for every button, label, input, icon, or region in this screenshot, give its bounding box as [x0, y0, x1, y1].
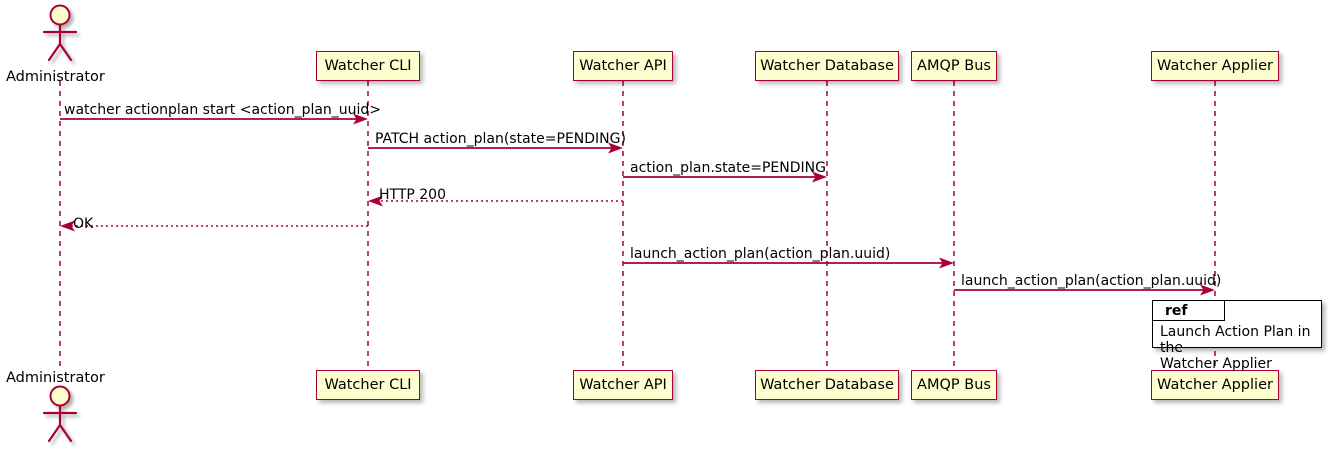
participant-box-amqp-bus-bottom[interactable]: AMQP Bus: [911, 370, 997, 400]
actor-leg-left: [47, 42, 62, 62]
actor-administrator-bottom: [42, 385, 78, 443]
participant-box-watcher-applier-bottom[interactable]: Watcher Applier: [1151, 370, 1279, 400]
message-label-text: OK: [73, 216, 94, 232]
message-label-7: launch_action_plan(action_plan.uuid): [961, 274, 1221, 288]
message-label-6: launch_action_plan(action_plan.uuid): [630, 247, 890, 261]
message-label-text: launch_action_plan(action_plan.uuid): [961, 273, 1222, 289]
message-label-text: HTTP 200: [379, 187, 446, 203]
actor-leg-right: [58, 42, 73, 62]
message-arrow-7: [954, 284, 1215, 296]
participant-box-watcher-api-top[interactable]: Watcher API: [573, 51, 673, 81]
participant-label: Watcher API: [579, 57, 667, 74]
actor-head-icon: [49, 4, 71, 26]
participant-box-watcher-api-bottom[interactable]: Watcher API: [573, 370, 673, 400]
ref-fragment-tab-label: ref: [1165, 304, 1188, 318]
actor-leg-right-bottom: [58, 423, 73, 443]
participant-label: Watcher Applier: [1157, 57, 1273, 74]
participant-label: Watcher API: [579, 376, 667, 393]
actor-administrator-top: [42, 4, 78, 62]
message-arrow-4: [368, 195, 623, 207]
message-label-1: watcher actionplan start <action_plan_uu…: [64, 103, 381, 117]
actor-label-administrator-bottom: Administrator: [6, 371, 105, 386]
message-label-text: watcher actionplan start <action_plan_uu…: [64, 102, 382, 118]
message-arrow-2: [368, 142, 623, 154]
participant-label: Watcher Database: [760, 376, 894, 393]
participant-box-amqp-bus-top[interactable]: AMQP Bus: [911, 51, 997, 81]
message-arrows-group: [60, 113, 1215, 296]
message-label-3: action_plan.state=PENDING: [630, 161, 826, 175]
participant-label: Watcher Database: [760, 57, 894, 74]
actor-head-icon-bottom: [49, 385, 71, 407]
participant-label: AMQP Bus: [917, 57, 991, 74]
actor-label-text: Administrator: [6, 370, 105, 386]
participant-label: AMQP Bus: [917, 376, 991, 393]
ref-body-line-2: Watcher Applier: [1160, 356, 1272, 372]
actor-label-text: Administrator: [6, 69, 105, 85]
ref-fragment-tab: [1153, 301, 1225, 321]
message-label-4: HTTP 200: [379, 188, 446, 202]
participant-box-watcher-cli-top[interactable]: Watcher CLI: [316, 51, 420, 81]
message-label-text: launch_action_plan(action_plan.uuid): [630, 246, 891, 262]
ref-fragment-body: Launch Action Plan in the Watcher Applie…: [1160, 324, 1316, 372]
ref-fragment: ref Launch Action Plan in the Watcher Ap…: [1152, 300, 1322, 372]
message-label-text: PATCH action_plan(state=PENDING): [375, 131, 626, 147]
ref-body-line-1: Launch Action Plan in the: [1160, 324, 1311, 356]
message-label-5: OK: [73, 217, 93, 231]
message-arrow-1: [60, 113, 368, 125]
lifelines-group: [59, 81, 1216, 370]
ref-tab-text: ref: [1165, 303, 1188, 319]
participant-box-watcher-cli-bottom[interactable]: Watcher CLI: [316, 370, 420, 400]
message-label-text: action_plan.state=PENDING: [630, 160, 826, 176]
actor-label-administrator-top: Administrator: [6, 70, 105, 85]
actor-leg-left-bottom: [47, 423, 62, 443]
participant-label: Watcher CLI: [324, 376, 412, 393]
message-label-2: PATCH action_plan(state=PENDING): [375, 132, 626, 146]
participant-box-watcher-applier-top[interactable]: Watcher Applier: [1151, 51, 1279, 81]
participant-label: Watcher CLI: [324, 57, 412, 74]
message-arrow-3: [623, 171, 827, 183]
participant-label: Watcher Applier: [1157, 376, 1273, 393]
message-arrow-5: [60, 220, 368, 232]
participant-box-watcher-database-bottom[interactable]: Watcher Database: [755, 370, 899, 400]
participant-box-watcher-database-top[interactable]: Watcher Database: [755, 51, 899, 81]
message-arrow-6: [623, 257, 954, 269]
